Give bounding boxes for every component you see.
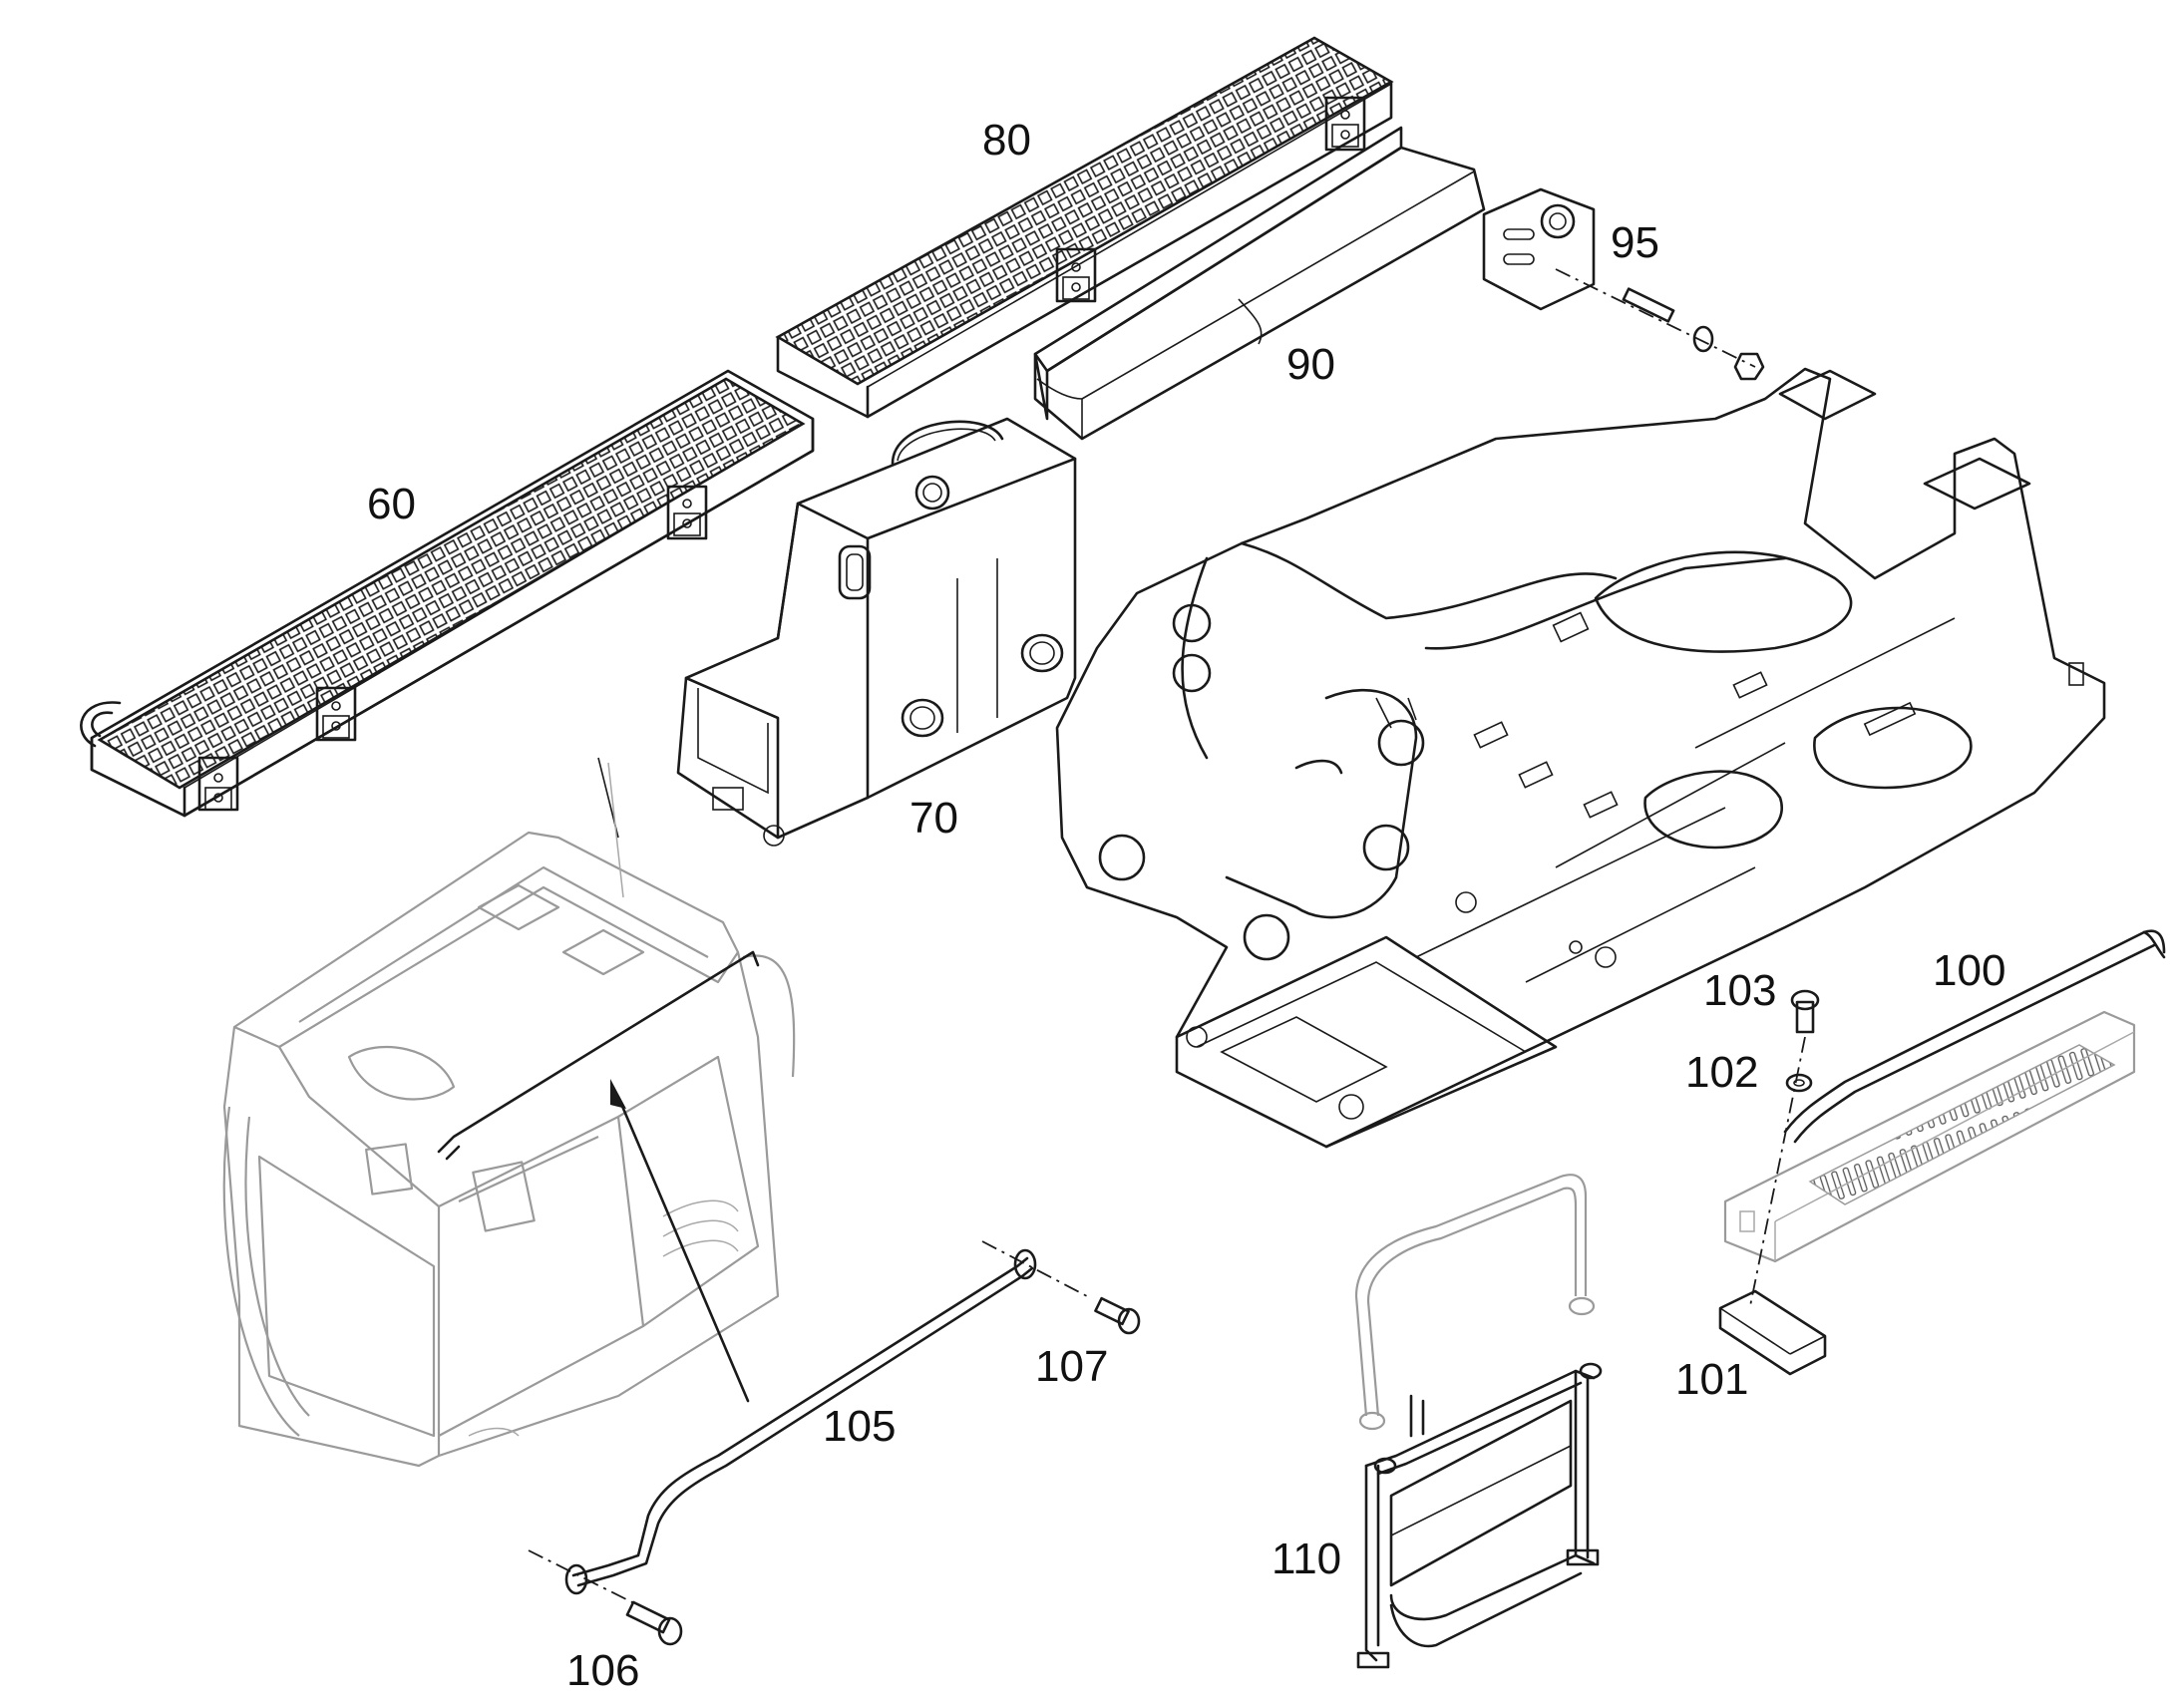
- clamp-60a: [197, 756, 239, 812]
- callout-103: 103: [1703, 966, 1776, 1015]
- callout-90: 90: [1286, 340, 1335, 389]
- callout-70: 70: [909, 794, 958, 843]
- callout-101: 101: [1675, 1355, 1748, 1404]
- plate-101: [1718, 1289, 1827, 1376]
- clamp-80b: [1324, 96, 1366, 152]
- part-105-handrail: [528, 1240, 1141, 1646]
- clamp-60b: [315, 686, 357, 742]
- main-frame: [1055, 367, 2106, 1149]
- bolt-106: [625, 1600, 683, 1646]
- part-95-bracket: [1482, 187, 1765, 381]
- callout-80: 80: [982, 116, 1031, 165]
- part-60-step-grating: [80, 369, 815, 818]
- part-90-channel-support: [1033, 126, 1486, 441]
- bolt-107: [1094, 1296, 1141, 1335]
- washer-102: [1785, 1073, 1813, 1093]
- clamp-80a: [1055, 247, 1097, 303]
- bolt-103: [1790, 989, 1820, 1034]
- callout-labels: 60 70 80 90 95 100 101 102 103 105 106 1…: [367, 116, 2005, 1695]
- callout-106: 106: [566, 1646, 639, 1695]
- part-70-tank-housing: [597, 417, 1077, 847]
- callout-95: 95: [1611, 218, 1659, 267]
- callout-105: 105: [823, 1402, 896, 1451]
- part-100-rail-assembly: [1718, 929, 2166, 1376]
- callout-60: 60: [367, 480, 416, 528]
- callout-107: 107: [1035, 1342, 1108, 1391]
- callout-102: 102: [1685, 1048, 1758, 1097]
- clamp-60c: [666, 485, 708, 540]
- callout-110: 110: [1272, 1535, 1341, 1583]
- part-110-step-frame: [1354, 1174, 1603, 1669]
- callout-100: 100: [1933, 946, 2005, 995]
- operator-cab: [222, 762, 796, 1468]
- part-80-step-grating: [775, 36, 1394, 419]
